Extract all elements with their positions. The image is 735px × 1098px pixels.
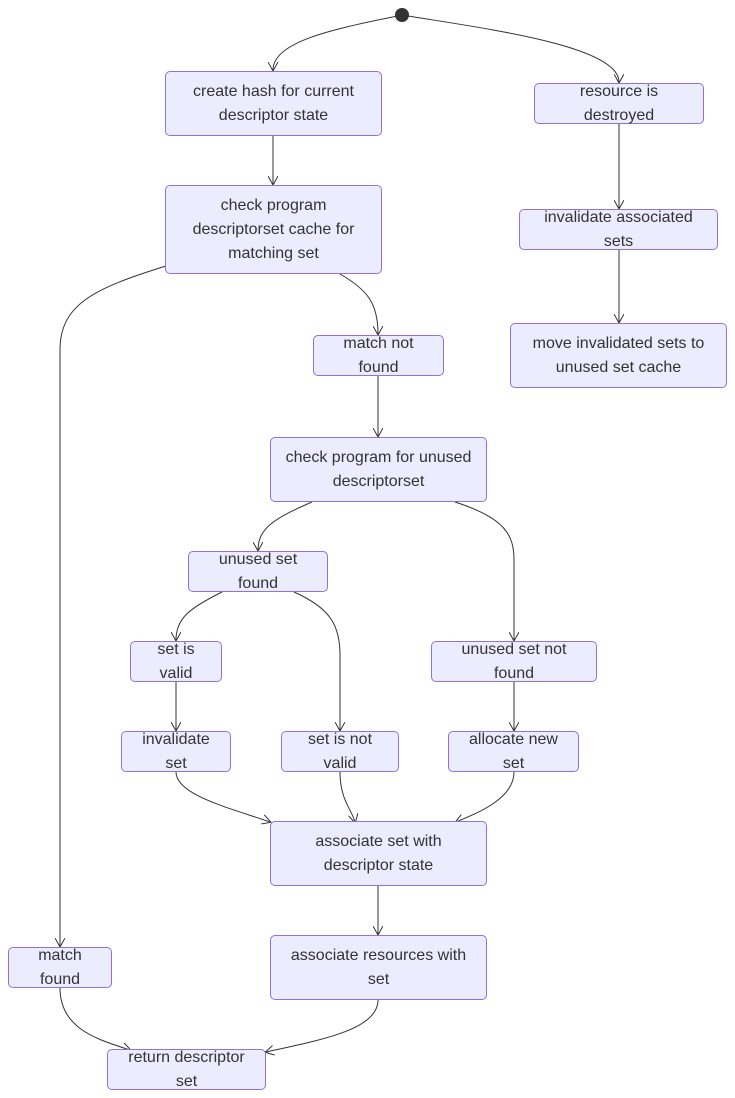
node-check-unused-label: check program for unused descriptorset <box>285 448 472 490</box>
edge-start-to-create-hash <box>273 14 403 70</box>
edge-start-to-resource-destroyed <box>401 14 619 82</box>
node-allocate-new-label: allocate new set <box>469 730 558 772</box>
node-resource-destroyed[interactable]: resource is destroyed <box>534 83 704 124</box>
node-associate-resources[interactable]: associate resources with set <box>270 935 487 1000</box>
node-match-not-found-label: match not found <box>343 334 414 376</box>
node-set-not-valid-label: set is not valid <box>307 730 373 772</box>
node-invalidate-associated[interactable]: invalidate associated sets <box>519 209 718 250</box>
edge-invalidate-set-to-associate-set <box>175 771 270 822</box>
edge-unused-found-to-set-valid <box>176 591 223 640</box>
edge-check-unused-to-unused-found <box>258 501 313 550</box>
node-match-found[interactable]: match found <box>8 947 112 988</box>
node-invalidate-set[interactable]: invalidate set <box>121 731 231 772</box>
node-create-hash-label: create hash for current descriptor state <box>193 82 354 124</box>
edge-set-not-valid-to-associate-set <box>339 771 355 822</box>
edge-unused-found-to-set-not-valid <box>293 591 340 730</box>
edge-allocate-new-to-associate-set <box>456 771 515 822</box>
node-set-valid[interactable]: set is valid <box>130 641 222 682</box>
node-associate-resources-label: associate resources with set <box>290 946 467 988</box>
node-set-valid-label: set is valid <box>157 640 195 682</box>
edge-associate-resources-to-return-set <box>266 999 379 1052</box>
edge-check-unused-to-unused-not-found <box>454 501 514 640</box>
node-create-hash[interactable]: create hash for current descriptor state <box>165 71 382 136</box>
edge-check-cache-to-match-found <box>60 265 167 946</box>
node-unused-found-label: unused set found <box>218 550 298 592</box>
node-match-not-found[interactable]: match not found <box>313 335 444 376</box>
node-unused-found[interactable]: unused set found <box>188 551 328 592</box>
node-invalidate-associated-label: invalidate associated sets <box>544 208 693 250</box>
edge-check-cache-to-match-not-found <box>339 273 378 334</box>
node-match-found-label: match found <box>38 946 82 988</box>
node-return-set[interactable]: return descriptor set <box>107 1049 266 1090</box>
node-associate-set-label: associate set with descriptor state <box>315 832 442 874</box>
node-move-invalidated[interactable]: move invalidated sets to unused set cach… <box>510 323 727 388</box>
node-unused-not-found[interactable]: unused set not found <box>431 641 597 682</box>
node-set-not-valid[interactable]: set is not valid <box>281 731 399 772</box>
node-move-invalidated-label: move invalidated sets to unused set cach… <box>532 334 705 376</box>
node-check-unused[interactable]: check program for unused descriptorset <box>270 437 487 502</box>
node-invalidate-set-label: invalidate set <box>142 730 210 772</box>
node-return-set-label: return descriptor set <box>128 1048 245 1090</box>
edge-match-found-to-return-set <box>59 987 130 1050</box>
node-check-cache-label: check program descriptorset cache for ma… <box>192 196 355 262</box>
node-unused-not-found-label: unused set not found <box>461 640 567 682</box>
node-allocate-new[interactable]: allocate new set <box>448 731 579 772</box>
node-associate-set[interactable]: associate set with descriptor state <box>270 821 487 886</box>
node-check-cache[interactable]: check program descriptorset cache for ma… <box>165 185 382 274</box>
node-resource-destroyed-label: resource is destroyed <box>579 82 659 124</box>
